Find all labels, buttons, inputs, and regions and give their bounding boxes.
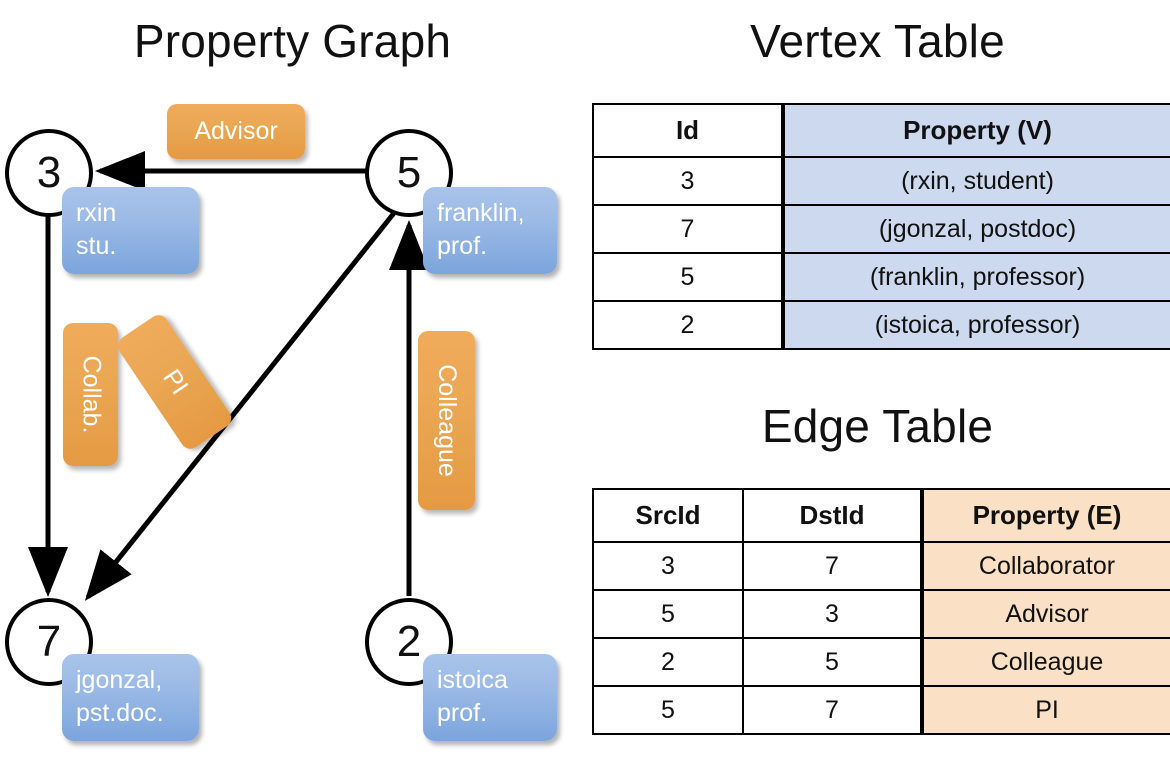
graph-node-5[interactable]: 5 xyxy=(365,129,453,217)
vertex-cell-property: (jgonzal, postdoc) xyxy=(781,204,1170,254)
edge-label-box-advisor: Advisor xyxy=(167,104,305,159)
vertex-property-box-3: rxin stu. xyxy=(62,187,199,274)
vertex-cell-id: 5 xyxy=(592,252,784,302)
vertex-table-header-id: Id xyxy=(592,103,784,158)
edge-cell-property: PI xyxy=(920,685,1170,735)
table-row[interactable]: 2 (istoica, professor) xyxy=(592,300,1170,350)
edge-label-advisor-text: Advisor xyxy=(194,117,278,145)
vertex-cell-property: (istoica, professor) xyxy=(781,300,1170,350)
edge-table: SrcId DstId Property (E) 3 7 Collaborato… xyxy=(592,488,1170,735)
table-row[interactable]: 5 (franklin, professor) xyxy=(592,252,1170,302)
vertex-property-box-7: jgonzal, pst.doc. xyxy=(62,654,199,741)
edge-cell-property: Collaborator xyxy=(920,541,1170,591)
edge-cell-srcid: 3 xyxy=(592,541,744,591)
page-title-edge-table: Edge Table xyxy=(761,400,994,452)
edge-cell-srcid: 2 xyxy=(592,637,744,687)
graph-node-2[interactable]: 2 xyxy=(365,598,453,686)
table-row[interactable]: 5 7 PI xyxy=(592,685,1170,735)
edge-label-collab-text: Collab. xyxy=(77,355,106,434)
vertex-property-box-5: franklin, prof. xyxy=(423,187,557,274)
vertex-cell-property: (rxin, student) xyxy=(781,156,1170,206)
vertex-cell-id: 3 xyxy=(592,156,784,206)
graph-node-2-label: 2 xyxy=(396,617,422,666)
edge-table-header-row: SrcId DstId Property (E) xyxy=(592,488,1170,543)
vertex-cell-property: (franklin, professor) xyxy=(781,252,1170,302)
edge-cell-srcid: 5 xyxy=(592,589,744,639)
property-graph-panel: Property Graph 3 5 7 2 xyxy=(5,15,557,741)
edge-cell-dstid: 7 xyxy=(742,685,923,735)
table-row[interactable]: 3 (rxin, student) xyxy=(592,156,1170,206)
edge-table-header-srcid: SrcId xyxy=(592,488,744,543)
edge-table-header-dstid: DstId xyxy=(742,488,923,543)
vertex-table-header-property: Property (V) xyxy=(781,103,1170,158)
edge-label-colleague-text: Colleague xyxy=(433,364,461,477)
graph-node-3-label: 3 xyxy=(36,148,62,197)
page-title-vertex-table: Vertex Table xyxy=(750,15,1005,67)
vertex-cell-id: 2 xyxy=(592,300,784,350)
edge-label-pi-text: PI xyxy=(156,364,194,400)
edge-table-header-property: Property (E) xyxy=(920,488,1170,543)
vertex-table-header-row: Id Property (V) xyxy=(592,103,1170,158)
edge-cell-dstid: 3 xyxy=(742,589,923,639)
page-title-property-graph: Property Graph xyxy=(133,15,452,67)
graph-node-5-label: 5 xyxy=(396,148,422,197)
edge-cell-dstid: 5 xyxy=(742,637,923,687)
edge-5-to-7 xyxy=(84,206,400,601)
vertex-property-box-2: istoica prof. xyxy=(423,654,557,741)
vertex-cell-id: 7 xyxy=(592,204,784,254)
graph-node-7-label: 7 xyxy=(36,617,62,666)
vertex-table: Id Property (V) 3 (rxin, student) 7 (jgo… xyxy=(592,103,1170,350)
edge-cell-srcid: 5 xyxy=(592,685,744,735)
table-row[interactable]: 5 3 Advisor xyxy=(592,589,1170,639)
table-row[interactable]: 3 7 Collaborator xyxy=(592,541,1170,591)
table-row[interactable]: 2 5 Colleague xyxy=(592,637,1170,687)
edge-cell-property: Advisor xyxy=(920,589,1170,639)
edge-cell-property: Colleague xyxy=(920,637,1170,687)
edge-label-box-colleague: Colleague xyxy=(418,331,475,510)
graph-edges-svg xyxy=(28,151,429,601)
edge-cell-dstid: 7 xyxy=(742,541,923,591)
edge-label-box-collab: Collab. xyxy=(63,323,118,466)
table-row[interactable]: 7 (jgonzal, postdoc) xyxy=(592,204,1170,254)
